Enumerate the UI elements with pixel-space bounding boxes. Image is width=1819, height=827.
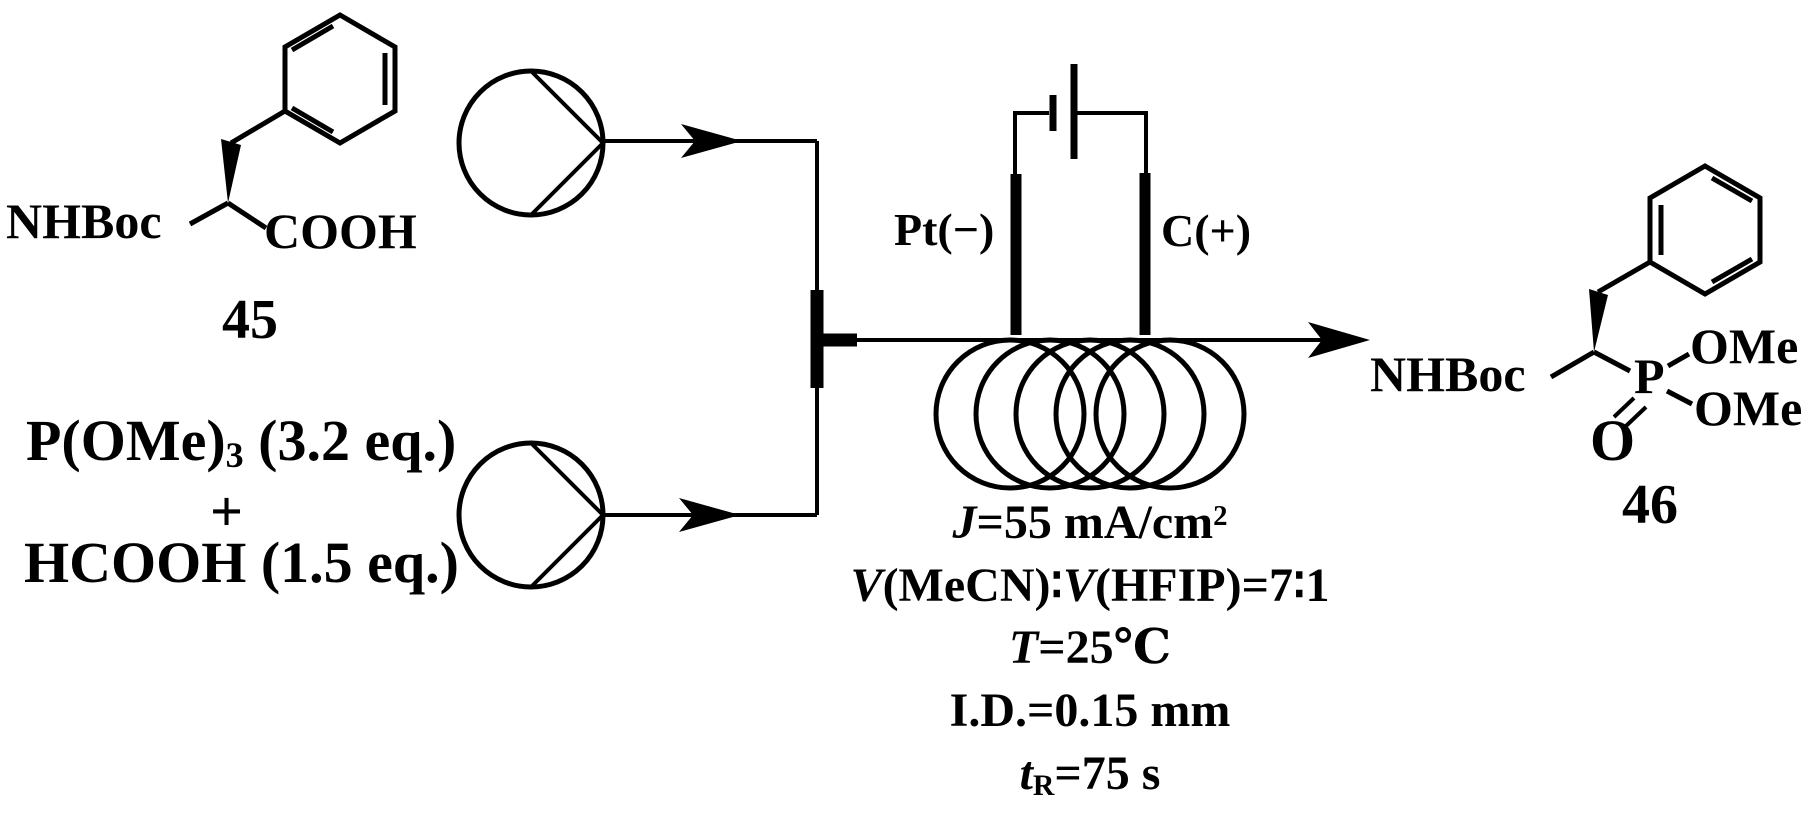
pump-top-icon	[456, 68, 606, 218]
cathode-label: Pt(−)	[894, 204, 995, 255]
condition-solvent-value: (HFIP)=7∶1	[1094, 559, 1330, 612]
reagent-line1-subscript: 3	[225, 435, 244, 476]
condition-solvent-ratio: V(MeCN)∶V(HFIP)=7∶1	[851, 562, 1330, 610]
reactant-number: 45	[222, 289, 278, 351]
condition-solvent-mid: (MeCN)∶	[882, 559, 1063, 612]
product-nhboc-label: NHBoc	[1370, 346, 1526, 402]
condition-temp-value: =25℃	[1038, 621, 1172, 674]
anode-label: C(+)	[1161, 205, 1252, 256]
reactant-nhboc-label: NHBoc	[6, 193, 162, 249]
condition-current-superscript: 2	[1213, 500, 1228, 533]
flow-arrowhead	[1308, 322, 1370, 358]
reactant-bonds	[188, 108, 287, 231]
reagent-line1-equiv: (3.2 eq.)	[243, 408, 457, 473]
pump-bottom-icon	[456, 440, 606, 590]
product-bonds	[1549, 259, 1694, 428]
product-p-label: P	[1634, 348, 1665, 404]
condition-temperature: T=25℃	[1009, 624, 1171, 672]
product-benzene-ring-icon	[1647, 163, 1763, 297]
feed-arrowhead-bottom	[679, 498, 740, 532]
reagent-plus-sign: +	[210, 479, 244, 544]
condition-time-var: t	[1019, 747, 1033, 800]
product-number: 46	[1622, 474, 1678, 536]
condition-temp-var: T	[1008, 621, 1039, 674]
feed-lines	[603, 124, 819, 532]
condition-inner-diameter: I.D.=0.15 mm	[949, 684, 1231, 737]
reactant-benzene-ring-icon	[282, 12, 398, 146]
condition-current-value: =55 mA/cm	[976, 496, 1214, 549]
reagent-line-1: P(OMe)3 (3.2 eq.)	[26, 412, 456, 474]
mixer-junction-icon	[810, 290, 857, 388]
condition-current-density: J=55 mA/cm2	[952, 499, 1227, 547]
reagent-line1-main: P(OMe)	[26, 408, 226, 473]
reagent-line-2: HCOOH (1.5 eq.)	[24, 530, 459, 595]
reactant-cooh-label: COOH	[264, 203, 417, 259]
product-ome-bottom-label: OMe	[1694, 380, 1803, 436]
feed-arrowhead-top	[681, 124, 742, 158]
condition-time-subscript: R	[1032, 768, 1055, 802]
condition-time-value: =75 s	[1054, 747, 1161, 800]
product-ome-top-label: OMe	[1690, 318, 1799, 374]
condition-solvent-var1: V	[850, 559, 883, 612]
battery-icon	[1013, 64, 1148, 175]
product-o-label: O	[1590, 408, 1636, 473]
reactor-coil-icon	[933, 337, 1247, 491]
condition-current-var: J	[952, 496, 977, 549]
product-wedge-bond	[1589, 289, 1608, 352]
reactant-wedge-bond	[221, 139, 241, 203]
condition-solvent-var2: V	[1062, 559, 1095, 612]
condition-residence-time: tR=75 s	[1019, 747, 1161, 801]
